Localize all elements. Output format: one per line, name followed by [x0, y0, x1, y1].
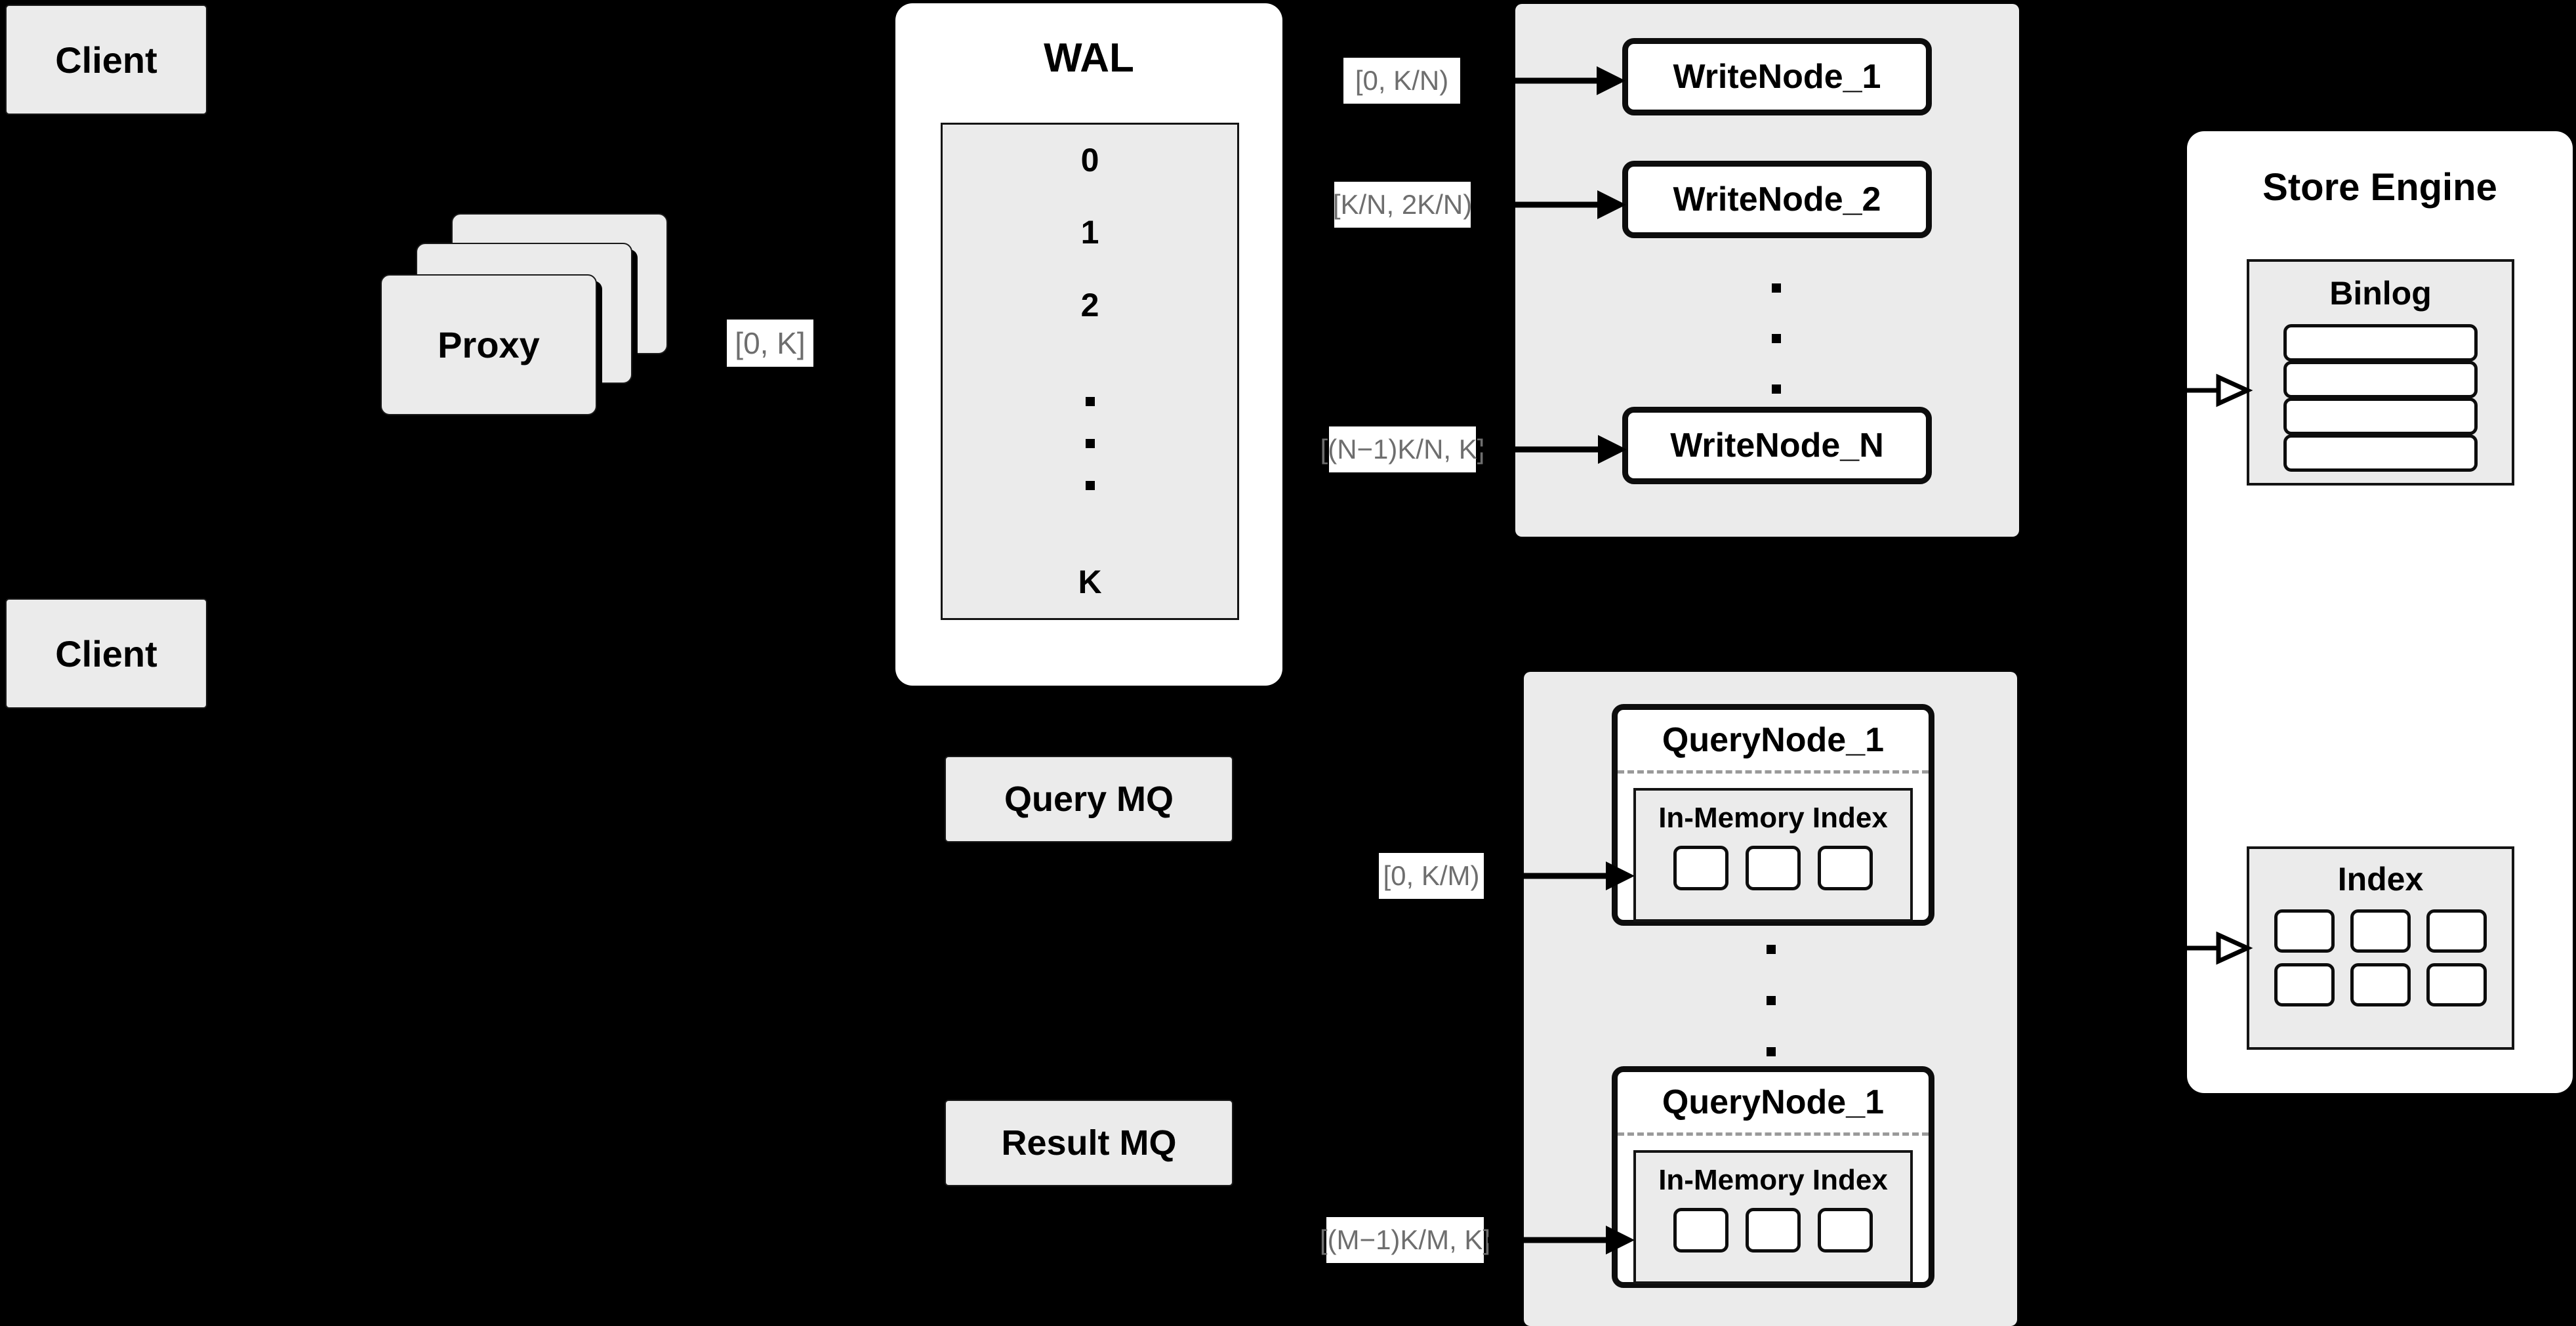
- query-node-2-inmemory-index-title-text: In-Memory Index: [1658, 1164, 1888, 1196]
- client-node-bottom-label: Client: [55, 632, 157, 674]
- index-slot: [2274, 909, 2335, 953]
- edge-label-proxy-range-text: [0, K]: [735, 326, 806, 360]
- edge-label-writenode-n-range: [(N−1)K/N, K]: [1320, 426, 1484, 472]
- query-node-2-index-slot-row: [1636, 1208, 1910, 1253]
- client-node-top[interactable]: Client: [5, 5, 207, 115]
- binlog-row: [2283, 434, 2478, 472]
- wal-title-text: WAL: [1044, 35, 1134, 81]
- write-node-1[interactable]: WriteNode_1: [1622, 38, 1932, 115]
- query-node-2-title-text: QueryNode_1: [1662, 1083, 1885, 1121]
- write-node-1-label: WriteNode_1: [1673, 58, 1881, 96]
- index-slot: [2426, 909, 2487, 953]
- query-node-1-index-slot-row: [1636, 846, 1910, 890]
- client-node-bottom[interactable]: Client: [5, 598, 207, 709]
- index-slot-row-2: [2249, 963, 2512, 1006]
- edge-label-writenode-2-range: [K/N, 2K/N): [1332, 182, 1473, 228]
- result-mq-label: Result MQ: [1001, 1123, 1177, 1163]
- wal-entry-k: K: [941, 545, 1239, 620]
- wal-entry-2: 2: [941, 268, 1239, 343]
- edge-label-writenode-n-range-text: [(N−1)K/N, K]: [1320, 434, 1485, 465]
- edge-label-querynode-1-range-text: [0, K/M): [1383, 860, 1480, 891]
- query-node-1[interactable]: QueryNode_1 In-Memory Index: [1612, 704, 1934, 926]
- index-slot-row-1: [2249, 909, 2512, 953]
- wal-ellipsis-dots: [1085, 396, 1095, 490]
- query-node-1-inmemory-index-title-text: In-Memory Index: [1658, 802, 1888, 834]
- proxy-label: Proxy: [438, 324, 540, 365]
- index-title-text: Index: [2337, 861, 2424, 898]
- index-slot: [2426, 963, 2487, 1006]
- query-mq-label: Query MQ: [1004, 779, 1174, 819]
- query-node-1-title-text: QueryNode_1: [1662, 721, 1885, 759]
- query-node-2-separator: [1618, 1132, 1929, 1136]
- wal-entry-ellipsis: [941, 341, 1239, 547]
- query-node-2-index-slot: [1746, 1208, 1801, 1253]
- edge-label-querynode-2-range-text: [(M−1)K/M, K]: [1319, 1224, 1491, 1255]
- write-node-2[interactable]: WriteNode_2: [1622, 161, 1932, 238]
- proxy-stack[interactable]: Proxy: [380, 213, 682, 430]
- wal-entry-k-label: K: [1078, 563, 1102, 600]
- binlog-title: Binlog: [2249, 262, 2512, 324]
- query-node-1-index-slot: [1746, 846, 1801, 890]
- binlog-rows: [2249, 324, 2512, 472]
- edge-label-writenode-1-range: [0, K/N): [1343, 58, 1460, 104]
- query-node-1-separator: [1618, 770, 1929, 774]
- wal-entry-1: 1: [941, 196, 1239, 270]
- wal-entry-0: 0: [941, 123, 1239, 197]
- edge-label-querynode-2-range: [(M−1)K/M, K]: [1320, 1217, 1490, 1263]
- query-node-2-index-slot: [1818, 1208, 1873, 1253]
- query-node-1-title: QueryNode_1: [1618, 710, 1929, 770]
- edge-label-querynode-1-range: [0, K/M): [1379, 853, 1484, 899]
- proxy-card-front[interactable]: Proxy: [380, 274, 597, 415]
- query-node-1-index-slot: [1673, 846, 1728, 890]
- query-node-2-index-slot: [1673, 1208, 1728, 1253]
- write-node-2-label: WriteNode_2: [1673, 180, 1881, 218]
- wal-entry-1-label: 1: [1080, 213, 1099, 251]
- wal-entry-2-label: 2: [1080, 286, 1099, 323]
- binlog-row: [2283, 361, 2478, 398]
- index-title: Index: [2249, 849, 2512, 909]
- edge-label-proxy-range: [0, K]: [727, 320, 813, 367]
- edge-label-writenode-2-range-text: [K/N, 2K/N): [1332, 189, 1473, 220]
- result-mq-node[interactable]: Result MQ: [945, 1100, 1233, 1186]
- query-node-1-index-slot: [1818, 846, 1873, 890]
- edge-label-writenode-1-range-text: [0, K/N): [1355, 65, 1449, 96]
- query-node-1-inmemory-index-title: In-Memory Index: [1636, 791, 1910, 846]
- index-slot: [2350, 909, 2411, 953]
- write-node-n[interactable]: WriteNode_N: [1622, 407, 1932, 484]
- store-engine-title-text: Store Engine: [2262, 165, 2497, 209]
- index-section: Index: [2247, 846, 2514, 1050]
- query-node-2[interactable]: QueryNode_1 In-Memory Index: [1612, 1066, 1934, 1288]
- binlog-title-text: Binlog: [2329, 274, 2432, 312]
- write-cluster-ellipsis-dots: [1770, 283, 1783, 394]
- query-node-2-title: QueryNode_1: [1618, 1072, 1929, 1132]
- store-engine-title: Store Engine: [2187, 161, 2573, 213]
- client-node-top-label: Client: [55, 39, 157, 81]
- index-slot: [2350, 963, 2411, 1006]
- binlog-row: [2283, 324, 2478, 362]
- query-cluster-ellipsis-dots: [1765, 945, 1778, 1056]
- query-mq-node[interactable]: Query MQ: [945, 756, 1233, 842]
- binlog-row: [2283, 398, 2478, 435]
- query-node-1-inmemory-index: In-Memory Index: [1633, 788, 1913, 922]
- wal-entry-0-label: 0: [1080, 142, 1099, 178]
- index-slot: [2274, 963, 2335, 1006]
- wal-title: WAL: [895, 31, 1282, 84]
- write-node-n-label: WriteNode_N: [1670, 426, 1884, 465]
- binlog-section: Binlog: [2247, 259, 2514, 486]
- query-node-2-inmemory-index-title: In-Memory Index: [1636, 1153, 1910, 1208]
- query-node-2-inmemory-index: In-Memory Index: [1633, 1150, 1913, 1284]
